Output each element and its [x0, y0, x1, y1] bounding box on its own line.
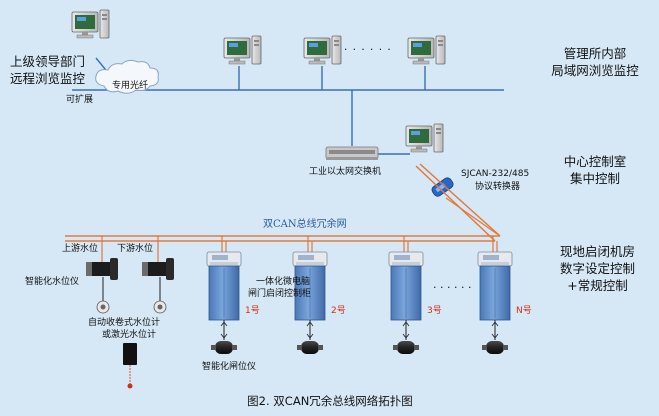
converter-label-line1: SJCAN-232/485 [461, 169, 530, 179]
cabinet-number-label: 2号 [331, 305, 346, 316]
field-label-line3: +常规控制 [567, 278, 628, 293]
gate-position-gauge [297, 341, 323, 354]
gate-gauge-label: 智能化闸位仪 [202, 362, 257, 372]
cabinet-number-label: N号 [516, 305, 532, 316]
water-level-sensors [86, 258, 174, 389]
field-label-line1: 现地启闭机房 [559, 244, 635, 259]
ethernet-switch [325, 146, 379, 160]
cabinet-number-label: 1号 [245, 305, 260, 316]
gate-position-gauge [211, 341, 237, 354]
gate-control-cabinet: N号 [477, 251, 532, 354]
field-ellipsis: · · · · · · [433, 281, 471, 294]
fiber-label: 专用光纤 [112, 81, 149, 91]
gate-control-cabinet: 1号 [206, 251, 260, 354]
control-room-label-line1: 中心控制室 [563, 154, 627, 169]
cabinet-label-line1: 一体化微电脑 [256, 277, 311, 287]
laser-level-gauge [123, 343, 137, 389]
smart-level-label: 智能化水位仪 [25, 277, 80, 287]
switch-label: 工业以太网交换机 [309, 167, 382, 177]
lan-computer-2 [303, 35, 342, 65]
field-label-line2: 数字设定控制 [559, 261, 635, 276]
lan-computer-3 [407, 35, 446, 65]
fiber-cloud [95, 59, 159, 94]
can-bus-label: 双CAN总线冗余网 [263, 219, 347, 230]
downstream-label: 下游水位 [117, 244, 154, 254]
gate-position-gauge [482, 341, 508, 354]
gate-control-cabinet: 3号 [388, 251, 442, 354]
leader-label-line2: 远程浏览监控 [10, 71, 86, 86]
upstream-label: 上游水位 [62, 244, 99, 254]
downstream-level-sensor [142, 258, 174, 280]
upstream-level-sensor [86, 258, 118, 280]
mgmt-label-line1: 管理所内部 [563, 46, 627, 61]
cabinet-label-line2: 闸门启闭控制柜 [248, 289, 312, 299]
gate-control-cabinet: 2号 [292, 251, 346, 354]
gate-position-gauge [393, 341, 419, 354]
leader-label-line1: 上级领导部门 [10, 54, 86, 69]
protocol-converter-device [431, 177, 454, 197]
expandable-label: 可扩展 [66, 95, 94, 105]
control-room-label-line2: 集中控制 [569, 171, 620, 186]
mgmt-label-line2: 局域网浏览监控 [551, 63, 639, 78]
lan-computer-1 [223, 35, 262, 65]
auto-gauge-label-line1: 自动收卷式水位计 [88, 318, 161, 328]
can-bus-lines [65, 163, 501, 262]
auto-gauge-label-line2: 或激光水位计 [102, 330, 157, 340]
lan-ellipsis: · · · · · · [344, 44, 392, 56]
converter-label-line2: 协议转换器 [475, 182, 521, 192]
control-room-computer [405, 123, 444, 153]
leader-computer [71, 9, 110, 39]
figure-caption: 图2. 双CAN冗余总线网络拓扑图 [247, 394, 413, 408]
cabinet-number-label: 3号 [427, 305, 442, 316]
